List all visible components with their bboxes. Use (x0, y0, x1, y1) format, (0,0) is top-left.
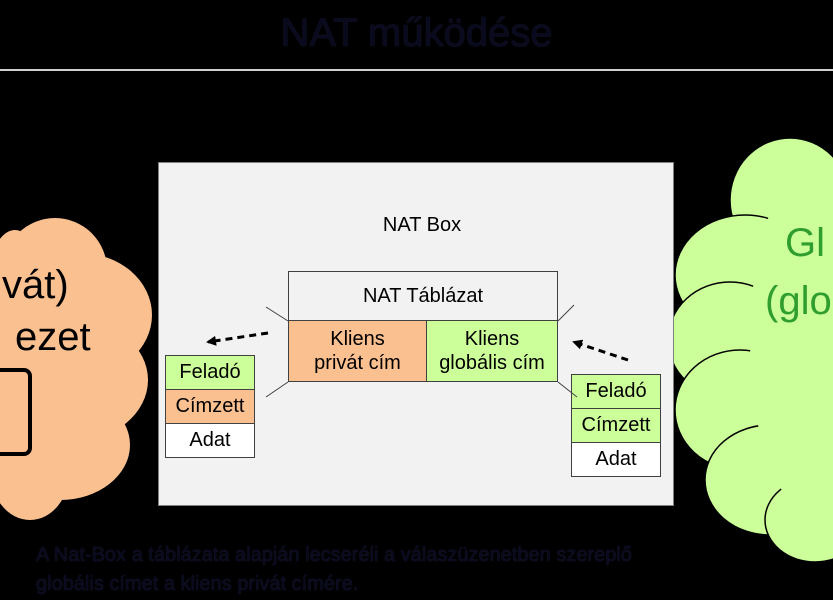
packet-sender-row: Feladó (165, 355, 255, 390)
packet-recipient-row: Címzett (165, 389, 255, 424)
private-cell-line2: privát cím (314, 352, 401, 374)
client-device-icon (0, 368, 32, 456)
packet-data-row: Adat (165, 423, 255, 458)
title-divider (0, 69, 833, 71)
packet-recipient-row: Címzett (571, 408, 661, 443)
packet-sender-row: Feladó (571, 374, 661, 409)
nat-table-header: NAT Táblázat (288, 271, 558, 321)
page-title: NAT működése (280, 11, 553, 55)
caption-line1: A Nat-Box a táblázata alapján lecseréli … (36, 544, 632, 566)
private-network-cloud (0, 218, 152, 520)
private-cloud-label-line2: ezet (15, 315, 91, 359)
incoming-packet: Feladó Címzett Adat (571, 374, 661, 477)
global-cloud-label-line1: Gl (785, 221, 825, 265)
nat-table-global-address-cell: Kliens globális cím (426, 320, 558, 382)
private-cloud-label-line1: vát) (2, 263, 69, 307)
global-cell-line2: globális cím (439, 352, 545, 374)
packet-data-row: Adat (571, 442, 661, 477)
nat-table-private-address-cell: Kliens privát cím (288, 320, 427, 382)
caption-line2: globális címet a kliens privát címére. (36, 573, 359, 595)
outgoing-packet: Feladó Címzett Adat (165, 355, 255, 458)
global-network-cloud (667, 137, 833, 563)
caption: A Nat-Box a táblázata alapján lecseréli … (36, 541, 826, 599)
global-cloud-label-line2: (glo (765, 279, 832, 323)
nat-box-label: NAT Box (382, 214, 462, 236)
global-cell-line1: Kliens (464, 328, 520, 350)
private-cell-line1: Kliens (330, 328, 385, 350)
